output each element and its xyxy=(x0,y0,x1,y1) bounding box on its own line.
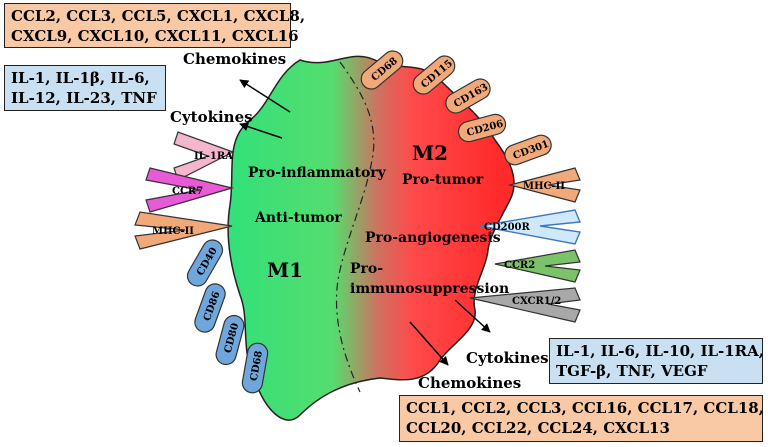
m1-chemokines-line-2: CXCL9, CXCL10, CXCL11, CXCL16 xyxy=(11,27,299,45)
m2-chemokines-label: Chemokines xyxy=(418,374,521,392)
pro-inflammatory-label: Pro-inflammatory xyxy=(248,165,387,181)
mhc2-left-receptor: MHC-II xyxy=(134,211,233,250)
m2-title: M2 xyxy=(412,141,448,165)
m1-cytokines-box: IL-1, IL-1β, IL-6, IL-12, IL-23, TNF xyxy=(4,65,166,111)
cd301-receptor: CD301 xyxy=(504,134,552,166)
cd68-left-label: CD68 xyxy=(249,350,265,382)
m1-title: M1 xyxy=(267,258,303,282)
m2-chemokines-arrow xyxy=(409,321,449,366)
m2-cytokines-line-1: IL-1, IL-6, IL-10, IL-1RA, xyxy=(556,342,765,360)
m2-cytokines-line-2: TGF-β, TNF, VEGF xyxy=(556,362,708,380)
cd40-receptor: CD40 xyxy=(186,239,224,287)
m2-chemokines-box: CCL1, CCL2, CCL3, CCL16, CCL17, CCL18, C… xyxy=(399,395,764,442)
m1-chemokines-arrow xyxy=(239,79,291,113)
m2-cytokines-arrow xyxy=(454,299,491,333)
pro-tumor-label: Pro-tumor xyxy=(402,172,484,188)
m1-cytokines-line-1: IL-1, IL-1β, IL-6, xyxy=(11,69,150,87)
il1ra-label: IL-1RA xyxy=(194,151,233,162)
ccr2-label: CCR2 xyxy=(504,260,535,271)
mhc2-right-label: MHC-II xyxy=(523,181,565,192)
ccr7-label: CCR7 xyxy=(172,186,203,197)
ccr7-receptor: CCR7 xyxy=(145,167,235,213)
ccr2-receptor: CCR2 xyxy=(494,249,581,283)
cd206-receptor: CD206 xyxy=(457,113,507,143)
cd86-receptor: CD86 xyxy=(194,283,226,333)
m1-cytokines-label: Cytokines xyxy=(170,108,253,126)
m2-cytokines-label: Cytokines xyxy=(466,349,549,367)
m1-chemokines-label: Chemokines xyxy=(183,50,286,68)
mhc2-right-receptor: MHC-II xyxy=(507,167,581,203)
pro-label: Pro- xyxy=(350,261,383,277)
anti-tumor-label: Anti-tumor xyxy=(254,210,342,226)
immunosuppression-label: immunosuppression xyxy=(350,281,509,297)
m1-cytokines-arrow xyxy=(239,122,283,139)
m1-chemokines-box: CCL2, CCL3, CCL5, CXCL1, CXCL8, CXCL9, C… xyxy=(4,3,306,48)
m2-chemokines-line-1: CCL1, CCL2, CCL3, CCL16, CCL17, CCL18, xyxy=(406,399,764,417)
mhc2-left-label: MHC-II xyxy=(152,226,194,237)
m1-m2-divider xyxy=(335,61,375,393)
cd80-receptor: CD80 xyxy=(215,314,245,366)
cd68-left-receptor: CD68 xyxy=(241,342,269,394)
m2-chemokines-line-2: CCL20, CCL22, CCL24, CXCL13 xyxy=(406,419,670,437)
pro-angiogenesis-label: Pro-angiogenesis xyxy=(365,230,501,246)
cxcr12-label: CXCR1/2 xyxy=(512,296,561,307)
cd200r-receptor: CD200R xyxy=(479,209,582,245)
m2-cytokines-box: IL-1, IL-6, IL-10, IL-1RA, TGF-β, TNF, V… xyxy=(549,338,765,384)
m1-cytokines-line-2: IL-12, IL-23, TNF xyxy=(11,89,157,107)
cxcr12-receptor: CXCR1/2 xyxy=(469,287,581,323)
il1ra-receptor: IL-1RA xyxy=(173,131,235,181)
cd200r-label: CD200R xyxy=(484,222,531,233)
m1-chemokines-line-1: CCL2, CCL3, CCL5, CXCL1, CXCL8, xyxy=(11,7,306,25)
